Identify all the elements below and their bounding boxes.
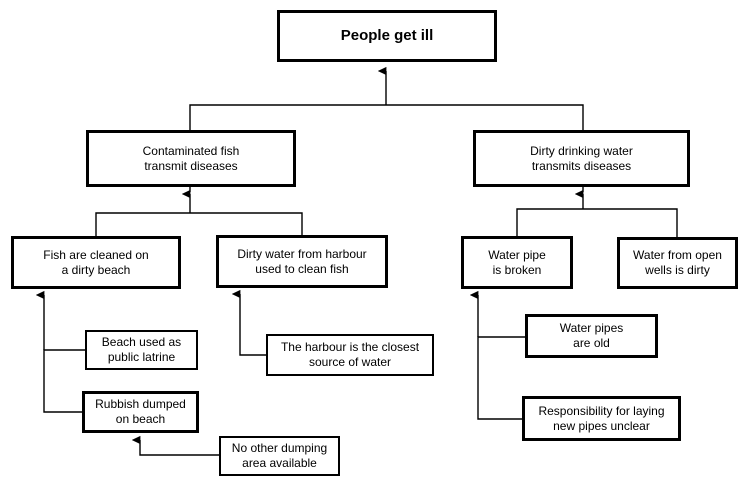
node-water-pipes-are-old[interactable]: Water pipes are old	[525, 314, 658, 358]
node-label: Water from open wells is dirty	[633, 248, 722, 277]
node-label: Responsibility for laying new pipes uncl…	[538, 403, 665, 433]
node-dirty-water-from-harbour[interactable]: Dirty water from harbour used to clean f…	[216, 235, 388, 288]
node-water-from-open-wells[interactable]: Water from open wells is dirty	[617, 237, 738, 289]
node-responsibility-unclear[interactable]: Responsibility for laying new pipes uncl…	[522, 396, 681, 441]
node-harbour-closest-source[interactable]: The harbour is the closest source of wat…	[266, 334, 434, 376]
node-label: Dirty drinking water transmits diseases	[530, 143, 633, 173]
node-label: Contaminated fish transmit diseases	[142, 143, 240, 173]
node-label: Water pipes are old	[559, 321, 624, 350]
node-label: Dirty water from harbour used to clean f…	[237, 246, 367, 276]
node-label: Fish are cleaned on a dirty beach	[43, 247, 149, 277]
edge-level3-right-to-dirtywater	[516, 189, 678, 239]
node-label: Beach used as public latrine	[101, 335, 182, 364]
node-no-other-dumping-area[interactable]: No other dumping area available	[219, 436, 340, 476]
node-rubbish-dumped-on-beach[interactable]: Rubbish dumped on beach	[82, 391, 199, 433]
node-label: The harbour is the closest source of wat…	[280, 340, 420, 369]
node-label: People get ill	[340, 26, 434, 44]
node-dirty-drinking-water[interactable]: Dirty drinking water transmits diseases	[473, 130, 690, 187]
node-beach-public-latrine[interactable]: Beach used as public latrine	[85, 330, 198, 370]
edge-causes-to-pipebroken	[469, 290, 525, 420]
node-water-pipe-broken[interactable]: Water pipe is broken	[461, 236, 573, 289]
node-label: Rubbish dumped on beach	[95, 397, 186, 426]
node-people-get-ill[interactable]: People get ill	[277, 10, 497, 62]
node-fish-cleaned-dirty-beach[interactable]: Fish are cleaned on a dirty beach	[11, 236, 181, 289]
node-label: Water pipe is broken	[488, 247, 546, 277]
node-label: No other dumping area available	[231, 441, 328, 470]
edge-level3-left-to-contaminated	[95, 189, 303, 236]
node-contaminated-fish[interactable]: Contaminated fish transmit diseases	[86, 130, 296, 187]
edge-harbourclosest-to-harbourwater	[231, 289, 266, 356]
edge-causes-to-fishcleaned	[35, 290, 85, 413]
edge-nodumping-to-rubbish	[131, 435, 219, 456]
